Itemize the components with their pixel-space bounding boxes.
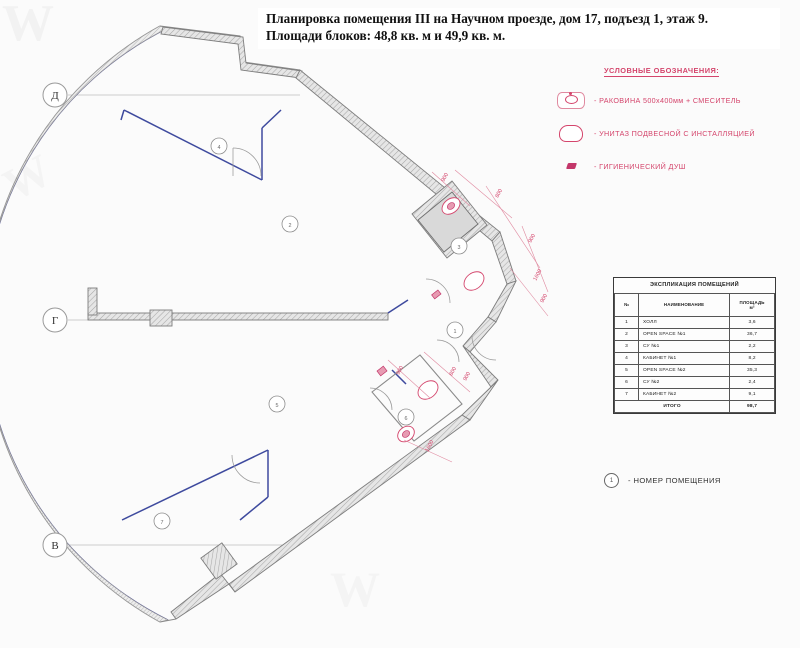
building-envelope <box>159 25 517 623</box>
table-caption: ЭКСПЛИКАЦИЯ ПОМЕЩЕНИЙ <box>614 278 775 294</box>
dimension-label: 900 <box>539 293 549 304</box>
legend-label: - ГИГИЕНИЧЕСКИЙ ДУШ <box>594 161 686 171</box>
room-number-label: - НОМЕР ПОМЕЩЕНИЯ <box>628 476 721 485</box>
cell-num: 6 <box>614 376 639 389</box>
table-caption-row: ЭКСПЛИКАЦИЯ ПОМЕЩЕНИЙ <box>614 278 775 294</box>
dimension-label: 1600 <box>424 440 435 453</box>
title-line-1: Планировка помещения III на Научном прое… <box>266 11 709 26</box>
header-num: № <box>614 293 639 317</box>
cell-area: 9,1 <box>729 388 775 401</box>
svg-text:7: 7 <box>161 520 164 526</box>
cell-num: 5 <box>614 364 639 377</box>
corridor-wall <box>87 287 389 327</box>
room-number-icon: 1 <box>604 473 619 488</box>
sanitary-core-upper <box>411 180 488 300</box>
title-line-2: Площади блоков: 48,8 кв. м и 49,9 кв. м. <box>266 27 506 43</box>
cell-name: ХОЛЛ <box>637 316 731 329</box>
cell-name: СУ №2 <box>637 376 731 389</box>
cell-name: КАБИНЕТ №1 <box>637 352 731 365</box>
dimension-labels: 900 800 900 1600 900 900 800 900 1600 <box>395 172 549 453</box>
sanitary-core-lower <box>371 354 463 443</box>
shower-icon <box>548 163 594 169</box>
svg-text:Д: Д <box>51 90 59 102</box>
dimension-label: 900 <box>395 365 405 376</box>
room-number-note: 1 - НОМЕР ПОМЕЩЕНИЯ <box>604 473 721 488</box>
cell-area: 2,4 <box>729 376 775 389</box>
svg-text:4: 4 <box>218 145 221 151</box>
legend-item-shower: - ГИГИЕНИЧЕСКИЙ ДУШ <box>548 155 792 177</box>
cell-num: 2 <box>614 328 639 341</box>
svg-text:5: 5 <box>276 403 279 409</box>
legend-label: - УНИТАЗ ПОДВЕСНОЙ С ИНСТАЛЛЯЦИЕЙ <box>594 128 755 138</box>
axis-marker: Д Г В <box>42 82 68 558</box>
header-name: НАИМЕНОВАНИЕ <box>637 293 731 317</box>
interior-partitions <box>120 109 409 521</box>
cell-num: 4 <box>614 352 639 365</box>
cell-area: 36,7 <box>729 328 775 341</box>
sink-icon <box>548 91 594 109</box>
toilet-icon <box>548 124 594 142</box>
total-label: ИТОГО <box>613 400 731 413</box>
dimension-label: 900 <box>462 371 472 382</box>
svg-text:2: 2 <box>289 223 292 229</box>
svg-text:1: 1 <box>454 329 457 335</box>
cell-num: 3 <box>614 340 639 353</box>
svg-text:В: В <box>51 540 58 552</box>
cell-name: OPEN SPACE №2 <box>637 364 731 377</box>
dimension-label: 800 <box>494 188 504 199</box>
dimension-label: 900 <box>440 172 450 183</box>
cell-num: 7 <box>614 388 639 401</box>
cell-area: 3,6 <box>729 316 775 329</box>
cell-area: 35,3 <box>729 364 775 377</box>
cell-num: 1 <box>614 316 639 329</box>
legend-panel: УСЛОВНЫЕ ОБОЗНАЧЕНИЯ: - РАКОВИНА 500х400… <box>548 60 792 177</box>
legend-heading: УСЛОВНЫЕ ОБОЗНАЧЕНИЯ: <box>604 66 720 77</box>
cell-name: СУ №1 <box>637 340 731 353</box>
dimension-label: 1600 <box>532 269 543 282</box>
curved-facade <box>0 25 170 623</box>
svg-text:Г: Г <box>52 315 58 327</box>
cell-area: 8,2 <box>729 352 775 365</box>
svg-text:3: 3 <box>458 245 461 251</box>
cell-name: OPEN SPACE №1 <box>637 328 731 341</box>
dimension-label: 800 <box>448 366 458 377</box>
cell-area: 2,2 <box>729 340 775 353</box>
legend-item-sink: - РАКОВИНА 500х400мм + СМЕСИТЕЛЬ <box>548 89 792 111</box>
svg-text:6: 6 <box>405 416 408 422</box>
drawing-title: Планировка помещения III на Научном прое… <box>258 8 780 49</box>
cell-name: КАБИНЕТ №2 <box>637 388 731 401</box>
room-number-markers: 4 2 3 1 5 6 7 <box>153 137 468 530</box>
legend-item-toilet: - УНИТАЗ ПОДВЕСНОЙ С ИНСТАЛЛЯЦИЕЙ <box>548 122 792 144</box>
dimension-label: 900 <box>527 233 537 244</box>
total-area: 98,7 <box>729 400 775 413</box>
dimension-lines <box>387 169 549 463</box>
explication-table: ЭКСПЛИКАЦИЯ ПОМЕЩЕНИЙ № НАИМЕНОВАНИЕ ПЛО… <box>613 277 776 414</box>
legend-label: - РАКОВИНА 500х400мм + СМЕСИТЕЛЬ <box>594 95 741 105</box>
